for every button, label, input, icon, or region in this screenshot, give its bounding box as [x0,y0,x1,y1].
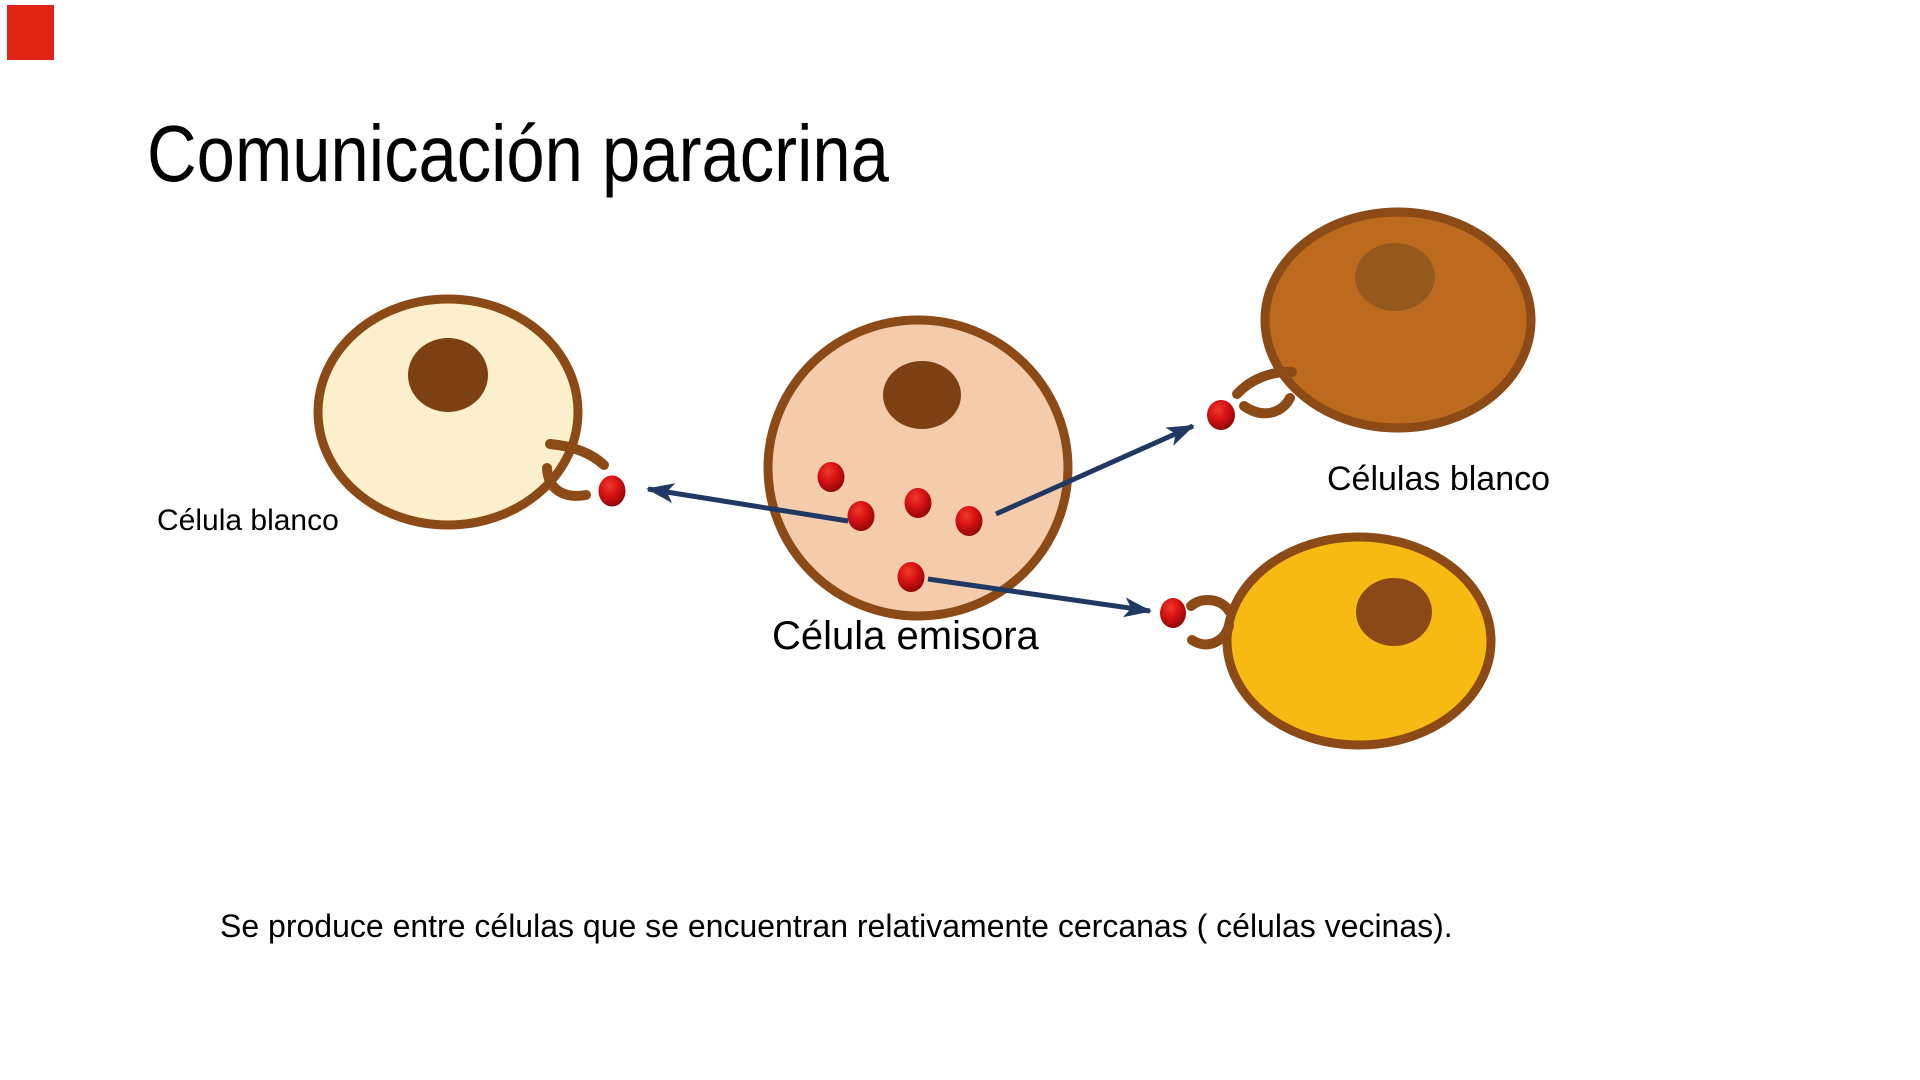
bottom-right-cell-membrane [1222,532,1496,750]
slide-caption: Se produce entre células que se encuentr… [220,908,1453,944]
ligand-dot-at-bottom-right-receptor [1160,598,1186,628]
emitter-cell [763,315,1073,621]
ligand-dots-inside [817,462,983,592]
bottom-right-cell-nucleus [1356,578,1432,646]
label-emitter-cell: Célula emisora [772,614,1039,658]
left-cell-nucleus [408,338,488,412]
ligand-dot [897,562,925,592]
arrow-to-bottom-right-cell [927,576,1152,618]
red-corner-marker-icon [7,5,54,60]
top-right-target-cell [1232,207,1536,433]
ligand-dot [847,501,875,531]
secretion-arrows [646,423,1195,618]
arrow-to-left-cell [646,483,849,524]
arrow-to-top-right-cell [994,423,1195,517]
bottom-right-cell-receptor-icon [1186,595,1234,650]
label-left-target-cell: Célula blanco [157,504,339,537]
ligand-dot [904,488,932,518]
top-right-cell-membrane [1260,207,1536,433]
ligand-dot-at-top-right-receptor [1207,400,1235,430]
slide-title: Comunicación paracrina [147,109,889,198]
emitter-cell-membrane [763,315,1073,621]
top-right-cell-receptor-icon [1232,366,1297,419]
emitter-cell-nucleus [883,361,961,429]
label-right-target-cells: Células blanco [1327,460,1551,498]
left-target-cell [313,294,609,530]
top-right-cell-nucleus [1355,243,1435,311]
left-cell-receptor-icon [542,439,609,501]
ligand-dot [817,462,845,492]
ligand-dot [955,506,983,536]
ligand-dot-at-left-receptor [598,475,626,507]
bottom-right-target-cell [1186,532,1496,750]
